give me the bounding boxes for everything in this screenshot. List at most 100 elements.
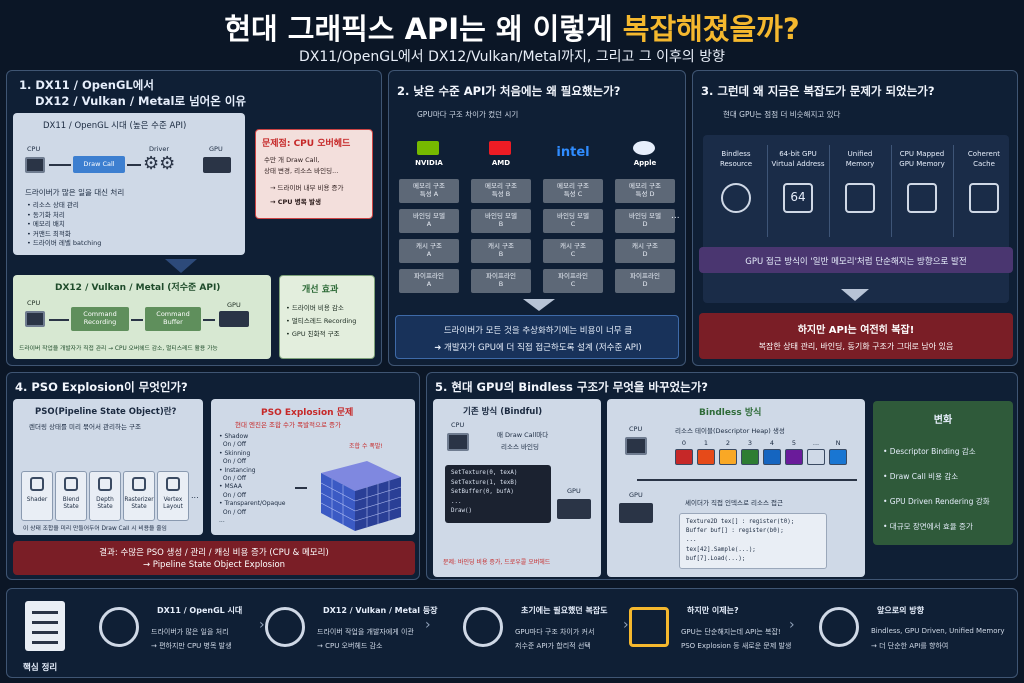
arrow-icon bbox=[49, 319, 69, 321]
gauge-icon bbox=[99, 607, 139, 647]
state-icon bbox=[64, 477, 78, 491]
driver-label: Driver bbox=[149, 145, 170, 153]
pso-state-card bbox=[21, 471, 53, 521]
cpu-chip-icon bbox=[447, 433, 469, 451]
s2-sub: GPU마다 구조 차이가 컸던 시기 bbox=[417, 110, 519, 119]
summary-title: DX12 / Vulkan / Metal 등장 bbox=[323, 606, 438, 615]
s3-sub: 현대 GPU는 점점 더 비슷해지고 있다 bbox=[723, 110, 841, 119]
summary-title: DX11 / OpenGL 시대 bbox=[157, 606, 243, 615]
summary-line: 저수준 API가 합리적 선택 bbox=[515, 642, 591, 650]
option-line: On / Off bbox=[219, 491, 247, 499]
exp-title: PSO Explosion 문제 bbox=[261, 408, 354, 418]
list-item: • 대규모 장면에서 효율 증가 bbox=[883, 522, 973, 531]
nvidia-logo-icon bbox=[417, 141, 439, 155]
heap-index: ... bbox=[812, 439, 820, 447]
change-box: 변화 • Descriptor Binding 감소 • Draw Call 비… bbox=[873, 401, 1013, 545]
gpu-card-icon bbox=[557, 499, 591, 519]
section-2: 2. 낮은 수준 API가 처음에는 왜 필요했는가? GPU마다 구조 차이가… bbox=[388, 70, 686, 366]
code-line: SetTexture(1, texB) bbox=[451, 479, 518, 486]
bindless-box: Bindless 방식 CPU 리소스 테이블(Descriptor Heap)… bbox=[607, 399, 865, 577]
section-3: 3. 그런데 왜 지금은 복잡도가 문제가 되었는가? 현대 GPU는 점점 더… bbox=[692, 70, 1018, 366]
s1-heading-1: 1. DX11 / OpenGL에서 bbox=[19, 78, 154, 92]
problem-line: 수만 개 Draw Call, bbox=[264, 156, 320, 164]
feature-label: Unified Memory bbox=[845, 150, 875, 168]
option-line: • Skinning bbox=[219, 449, 251, 457]
s3-red-desc: 복잡한 상태 관리, 바인딩, 동기화 구조가 그대로 남아 있음 bbox=[758, 342, 954, 351]
s3-red-box: 하지만 API는 여전히 복잡! 복잡한 상태 관리, 바인딩, 동기화 구조가… bbox=[699, 313, 1013, 359]
s4-result-box: 결과: 수많은 PSO 생성 / 관리 / 캐싱 비용 증가 (CPU & 메모… bbox=[13, 541, 415, 575]
drawcall-box: Draw Call bbox=[73, 156, 125, 173]
vendor-cell: 메모리 구조 특성 C bbox=[543, 179, 603, 203]
vendor-cell: 캐시 구조 B bbox=[471, 239, 531, 263]
summary-label: 핵심 정리 bbox=[23, 663, 58, 673]
heap-slot bbox=[763, 449, 781, 465]
code-line: Buffer buf[] : register(b0); bbox=[686, 528, 784, 535]
cube-icon bbox=[320, 461, 402, 531]
bindful-box: 기존 방식 (Bindful) CPU 매 Draw Call마다 리소스 바인… bbox=[433, 399, 601, 577]
cmd-buffer-box: Command Buffer bbox=[145, 307, 201, 331]
gpu-card-icon bbox=[219, 311, 249, 327]
cpu-label: CPU bbox=[27, 145, 41, 153]
list-item: • 메모리 배치 bbox=[27, 220, 65, 228]
problem-title: 문제점: CPU 오버헤드 bbox=[262, 139, 351, 149]
code-line: ... bbox=[686, 537, 697, 544]
layers-icon bbox=[845, 183, 875, 213]
vendor-cell: 파이프라인 C bbox=[543, 269, 603, 293]
code-line: Texture2D tex[] : register(t0); bbox=[686, 519, 795, 525]
gpu-card-icon bbox=[619, 503, 653, 523]
page-title: 현대 그래픽스 API는 왜 이렇게 복잡해졌을까? bbox=[0, 6, 1024, 48]
bindless-title: Bindless 방식 bbox=[699, 408, 762, 418]
heap-index: N bbox=[835, 439, 841, 447]
heap-slot bbox=[719, 449, 737, 465]
page-subtitle: DX11/OpenGL에서 DX12/Vulkan/Metal까지, 그리고 그… bbox=[298, 49, 726, 65]
option-line: • MSAA bbox=[219, 483, 242, 491]
s2-bottom-line2: ➜ 개발자가 GPU에 더 직접 접근하도록 설계 (저수준 API) bbox=[434, 343, 642, 353]
code-line: tex[42].Sample(...); bbox=[686, 546, 756, 553]
option-line: On / Off bbox=[219, 458, 247, 466]
bindful-title: 기존 방식 (Bindful) bbox=[463, 407, 543, 417]
summary-line: 드라이버 작업을 개발자에게 이관 bbox=[317, 628, 414, 636]
option-line: On / Off bbox=[219, 441, 247, 449]
option-line: • Shadow bbox=[219, 433, 249, 440]
effect-list: • 드라이버 비용 감소 • 멀티스레드 Recording • GPU 친화적… bbox=[286, 302, 356, 341]
cpu-label: CPU bbox=[27, 299, 41, 307]
driver-work-title: 드라이버가 많은 일을 대신 처리 bbox=[25, 188, 125, 197]
summary-line: PSO Explosion 등 새로운 문제 발생 bbox=[681, 642, 792, 650]
list-item: • 커맨드 최적화 bbox=[27, 229, 71, 238]
puzzle-icon bbox=[463, 607, 503, 647]
effect-box: 개선 효과 • 드라이버 비용 감소 • 멀티스레드 Recording • G… bbox=[279, 275, 375, 359]
cpu-chip-icon bbox=[25, 157, 45, 173]
change-title: 변화 bbox=[933, 415, 953, 426]
feature-divider bbox=[953, 145, 954, 237]
pso-state-label: Rasterizer State bbox=[124, 497, 154, 510]
old-api-title: DX11 / OpenGL 시대 (높은 수준 API) bbox=[43, 121, 187, 131]
pso-state-label: Shader bbox=[26, 497, 48, 503]
problem-box: 문제점: CPU 오버헤드 수만 개 Draw Call, 상태 변경, 리소스… bbox=[255, 129, 373, 219]
arrow-icon bbox=[49, 164, 71, 166]
list-item: • GPU 친화적 구조 bbox=[286, 330, 340, 338]
heap-slot bbox=[675, 449, 693, 465]
vendor-cell: 바인딩 모델 B bbox=[471, 209, 531, 233]
state-icon bbox=[30, 477, 44, 491]
section-1: 1. DX11 / OpenGL에서 DX12 / Vulkan / Metal… bbox=[6, 70, 382, 366]
explosion-box: PSO Explosion 문제 현대 엔진은 조합 수가 폭발적으로 증가 •… bbox=[211, 399, 415, 535]
state-icon bbox=[166, 477, 180, 491]
chevron-right-icon: › bbox=[425, 617, 431, 633]
summary-line: Bindless, GPU Driven, Unified Memory bbox=[871, 627, 1005, 635]
list-item: • Draw Call 비용 감소 bbox=[883, 472, 959, 481]
vendor-cell: 캐시 구조 C bbox=[543, 239, 603, 263]
down-arrow-icon bbox=[523, 299, 555, 311]
pso-state-card bbox=[55, 471, 87, 521]
option-line: • Instancing bbox=[219, 466, 256, 474]
summary-line: → 더 단순한 API를 향하여 bbox=[871, 642, 949, 650]
pso-state-card bbox=[89, 471, 121, 521]
cmd-recording-label: Command Recording bbox=[83, 310, 117, 326]
nodes-icon bbox=[721, 183, 751, 213]
gpu-card-icon bbox=[203, 157, 231, 173]
bindful-desc: 매 Draw Call마다 bbox=[497, 431, 549, 439]
hexagon-number: 64 bbox=[790, 190, 806, 204]
rocket-icon bbox=[819, 607, 859, 647]
gpu-label: GPU bbox=[567, 487, 581, 495]
vendor-cell: 메모리 구조 특성 B bbox=[471, 179, 531, 203]
option-line: ... bbox=[219, 517, 225, 525]
